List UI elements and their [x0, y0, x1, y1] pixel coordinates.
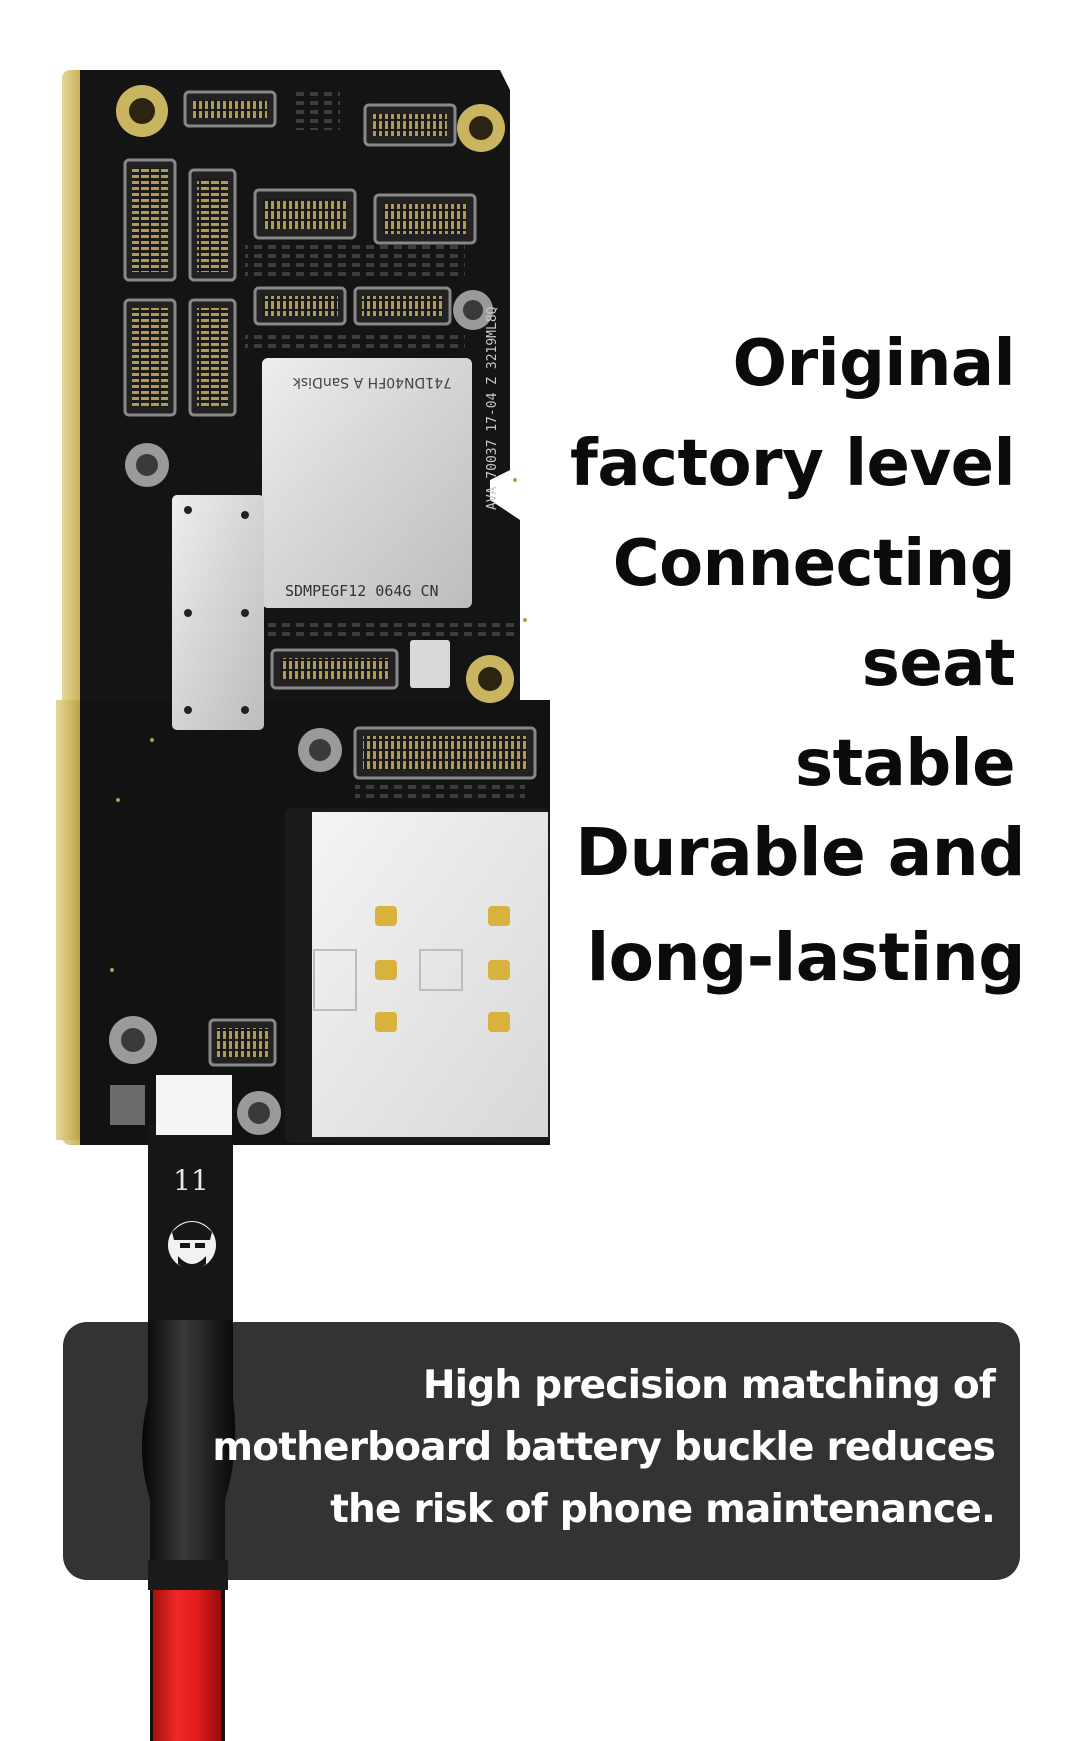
- headline-line: stable: [794, 727, 1016, 801]
- headline-line: Durable and: [575, 814, 1025, 891]
- caption-line: High precision matching of: [422, 1363, 996, 1408]
- caption-line: the risk of phone maintenance.: [330, 1487, 996, 1532]
- headline-line: seat: [861, 627, 1016, 701]
- cable-number: 11: [173, 1164, 209, 1197]
- headline-line: Connecting: [612, 527, 1016, 601]
- chip-label: SDMPEGF12 064G CN: [285, 582, 439, 600]
- side-label: AVA 70037 17-04 Z 3219ML8Q: [485, 306, 500, 510]
- headline-line: factory level: [570, 427, 1016, 501]
- headline-line: long-lasting: [586, 919, 1026, 996]
- chip-top-label: 741DN40FH A SanDisk: [292, 374, 452, 390]
- caption-line: motherboard battery buckle reduces: [212, 1425, 995, 1470]
- brand-face-icon: [168, 1221, 216, 1270]
- headline-feature-durable: Durable and long-lasting: [575, 800, 1025, 1010]
- headline-feature-stable: Original factory level Connecting seat s…: [570, 314, 1016, 814]
- caption-text: High precision matching of motherboard b…: [212, 1355, 995, 1541]
- headline-line: Original: [732, 327, 1016, 401]
